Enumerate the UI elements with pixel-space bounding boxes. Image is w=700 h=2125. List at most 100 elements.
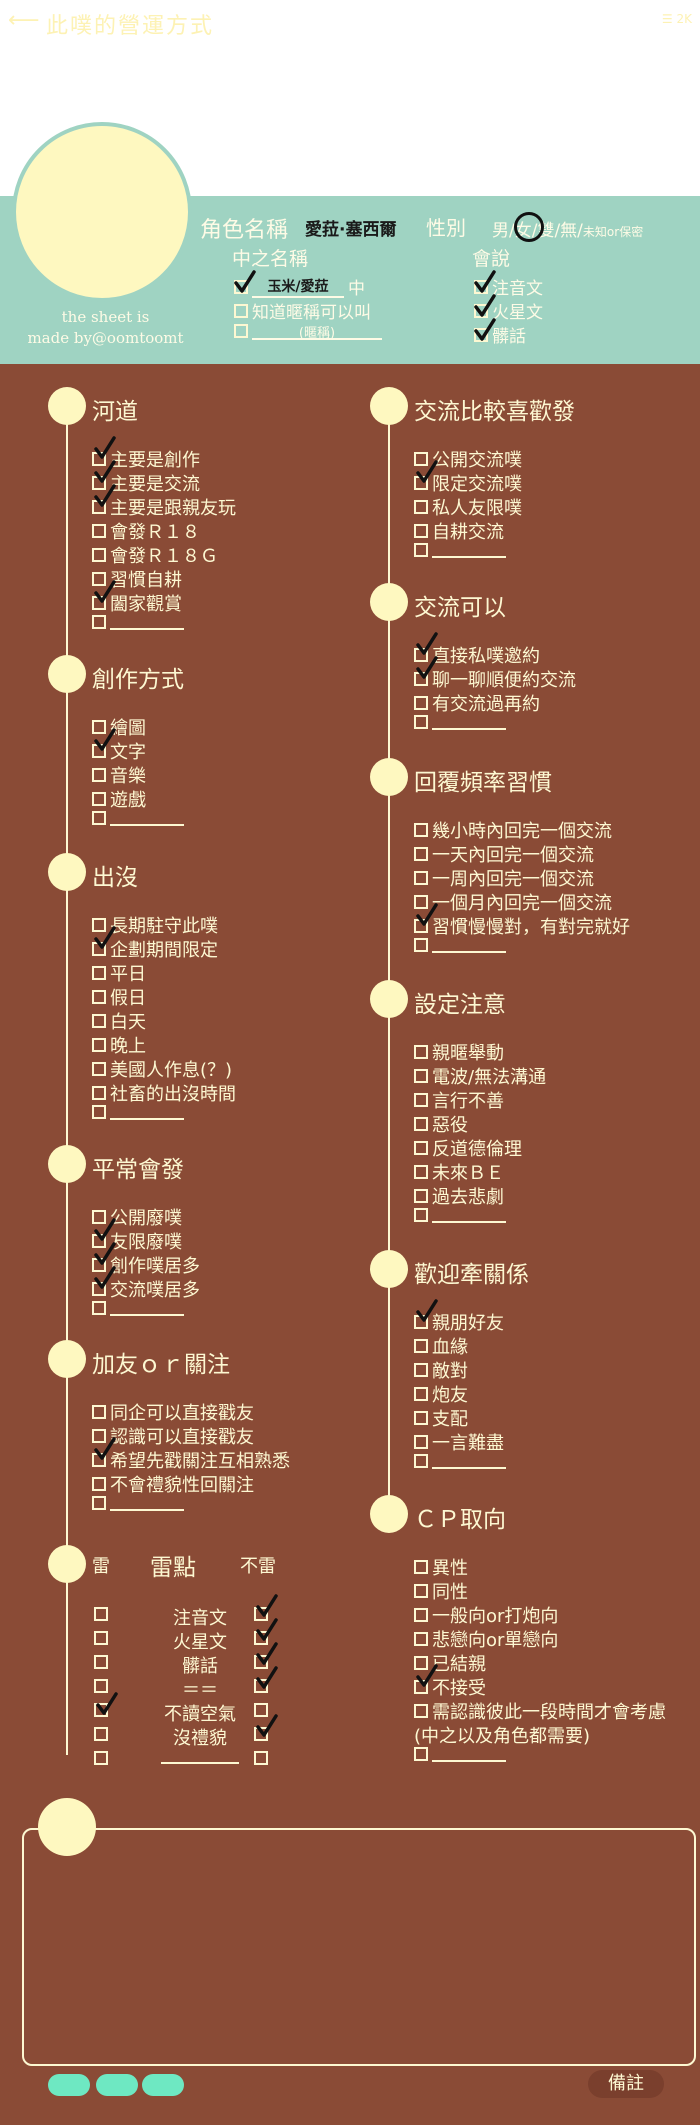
back-arrow-icon[interactable]: ⟵ xyxy=(8,8,40,33)
checkbox-item[interactable]: 晚上 xyxy=(92,1032,146,1058)
mine-left-checkbox[interactable] xyxy=(94,1727,108,1741)
checkbox-item[interactable]: 繪圖 xyxy=(92,714,146,740)
blank-field[interactable] xyxy=(432,1453,506,1469)
checkbox[interactable] xyxy=(92,524,106,538)
speaks-item[interactable]: 火星文 xyxy=(474,298,543,323)
blank-field[interactable] xyxy=(110,1104,184,1120)
checkbox[interactable] xyxy=(92,990,106,1004)
checkbox[interactable] xyxy=(92,918,106,932)
checkbox[interactable] xyxy=(414,1387,428,1401)
checkbox-item[interactable]: 過去悲劇 xyxy=(414,1183,504,1209)
checkbox-item[interactable]: 親暱舉動 xyxy=(414,1039,504,1065)
checkbox-item-blank[interactable] xyxy=(414,1453,506,1469)
checkbox-item[interactable]: 音樂 xyxy=(92,762,146,788)
checkbox[interactable] xyxy=(414,1435,428,1449)
checkbox-item[interactable]: 同企可以直接戳友 xyxy=(92,1399,254,1425)
speaks-item[interactable]: 注音文 xyxy=(474,274,543,299)
checkbox-item[interactable]: 未來ＢＥ xyxy=(414,1159,504,1185)
blank-field[interactable] xyxy=(432,1207,506,1223)
checkbox-item[interactable]: 習慣自耕 xyxy=(92,566,182,592)
checkbox-item[interactable]: 有交流過再約 xyxy=(414,690,540,716)
checkbox[interactable] xyxy=(414,1117,428,1131)
checkbox-item[interactable]: 言行不善 xyxy=(414,1087,504,1113)
blank-field[interactable] xyxy=(110,1300,184,1316)
top-right-info[interactable]: ☰ 2K xyxy=(661,12,692,26)
checkbox-item-blank[interactable] xyxy=(92,1300,184,1316)
checkbox-item[interactable]: 平日 xyxy=(92,960,146,986)
checkbox[interactable] xyxy=(414,696,428,710)
chinese-name-opt3[interactable]: (暱稱) xyxy=(234,322,382,341)
checkbox[interactable] xyxy=(92,1014,106,1028)
checkbox-item[interactable]: 會發Ｒ１８ xyxy=(92,518,200,544)
checkbox[interactable] xyxy=(92,966,106,980)
checkbox-item[interactable]: 需認識彼此一段時間才會考慮 xyxy=(414,1698,666,1724)
color-dot-button[interactable] xyxy=(96,2074,138,2096)
checkbox[interactable] xyxy=(92,548,106,562)
checkbox[interactable] xyxy=(414,452,428,466)
checkbox[interactable] xyxy=(414,1093,428,1107)
checkbox[interactable] xyxy=(414,1045,428,1059)
checkbox[interactable] xyxy=(92,811,106,825)
checkbox-item-blank[interactable] xyxy=(92,810,184,826)
checkbox[interactable] xyxy=(92,1496,106,1510)
checkbox-item[interactable]: 公開廢噗 xyxy=(92,1204,182,1230)
checkbox[interactable] xyxy=(92,615,106,629)
checkbox-item[interactable]: 炮友 xyxy=(414,1381,468,1407)
checkbox[interactable] xyxy=(92,1105,106,1119)
checkbox[interactable] xyxy=(414,543,428,557)
checkbox-item[interactable]: 希望先戳關注互相熟悉 xyxy=(92,1447,290,1473)
checkbox[interactable] xyxy=(92,1210,106,1224)
mine-right-checkbox[interactable] xyxy=(254,1631,268,1645)
checkbox[interactable] xyxy=(414,1747,428,1761)
checkbox-item-blank[interactable] xyxy=(414,542,506,558)
blank-field[interactable] xyxy=(432,937,506,953)
checkbox[interactable] xyxy=(92,720,106,734)
checkbox-item[interactable]: 電波/無法溝通 xyxy=(414,1063,546,1089)
checkbox[interactable] xyxy=(414,1363,428,1377)
checkbox-item[interactable]: 長期駐守此噗 xyxy=(92,912,218,938)
checkbox[interactable] xyxy=(414,1656,428,1670)
checkbox-item-blank[interactable] xyxy=(92,1495,184,1511)
checkbox[interactable] xyxy=(414,938,428,952)
mine-right-checkbox[interactable] xyxy=(254,1703,268,1717)
checkbox-item[interactable]: 惡役 xyxy=(414,1111,468,1137)
checkbox[interactable] xyxy=(92,1429,106,1443)
color-dot-button[interactable] xyxy=(142,2074,184,2096)
checkbox[interactable] xyxy=(92,768,106,782)
checkbox[interactable] xyxy=(414,1632,428,1646)
checkbox-item[interactable]: 社畜的出沒時間 xyxy=(92,1080,236,1106)
checkbox-item[interactable]: (中之以及角色都需要) xyxy=(414,1722,590,1748)
checkbox-item[interactable]: 一天內回完一個交流 xyxy=(414,841,594,867)
checkbox-item[interactable]: 假日 xyxy=(92,984,146,1010)
chinese-name-opt1[interactable]: 玉米/愛菈中 xyxy=(234,274,365,299)
checkbox[interactable] xyxy=(414,1560,428,1574)
checkbox[interactable] xyxy=(414,1141,428,1155)
checkbox[interactable] xyxy=(414,1189,428,1203)
checkbox-item[interactable]: 一般向or打炮向 xyxy=(414,1602,558,1628)
checkbox-item[interactable]: 支配 xyxy=(414,1405,468,1431)
mine-right-checkbox[interactable] xyxy=(254,1655,268,1669)
checkbox-item[interactable]: 不會禮貌性回關注 xyxy=(92,1471,254,1497)
checkbox[interactable] xyxy=(92,792,106,806)
mine-right-checkbox[interactable] xyxy=(254,1751,268,1765)
checkbox-item[interactable]: 異性 xyxy=(414,1554,468,1580)
checkbox[interactable] xyxy=(92,1301,106,1315)
chinese-name-opt2[interactable]: 知道暱稱可以叫 xyxy=(234,298,371,323)
blank-field[interactable] xyxy=(110,810,184,826)
mine-left-checkbox[interactable] xyxy=(94,1607,108,1621)
checkbox[interactable] xyxy=(414,500,428,514)
checkbox[interactable] xyxy=(414,1411,428,1425)
checkbox-item[interactable]: 悲戀向or單戀向 xyxy=(414,1626,558,1652)
checkbox[interactable] xyxy=(414,1454,428,1468)
checkbox[interactable] xyxy=(414,715,428,729)
blank-field[interactable] xyxy=(110,1495,184,1511)
mine-right-checkbox[interactable] xyxy=(254,1679,268,1693)
checkbox[interactable] xyxy=(414,1608,428,1622)
checkbox[interactable] xyxy=(414,1704,428,1718)
speaks-item[interactable]: 髒話 xyxy=(474,322,526,347)
checkbox-item[interactable]: 白天 xyxy=(92,1008,146,1034)
checkbox-item-blank[interactable] xyxy=(414,714,506,730)
mine-left-checkbox[interactable] xyxy=(94,1751,108,1765)
checkbox-item[interactable]: 一言難盡 xyxy=(414,1429,504,1455)
blank-field[interactable] xyxy=(432,714,506,730)
